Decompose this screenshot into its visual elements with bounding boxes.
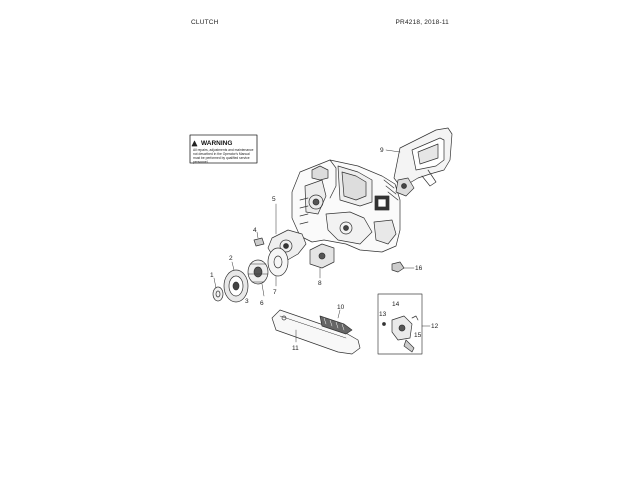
callout-5: 5	[272, 196, 276, 203]
callout-15: 15	[414, 332, 422, 339]
part-6-clutch-assembly	[247, 259, 269, 297]
callout-8: 8	[318, 280, 322, 287]
callout-2: 2	[229, 255, 233, 262]
callout-14: 14	[392, 301, 400, 308]
part-1-washer	[212, 277, 224, 302]
callout-3: 3	[245, 298, 249, 305]
callout-7: 7	[273, 289, 277, 296]
warning-text-line-1: All repairs, adjustments and maintenance	[193, 148, 254, 152]
callout-4: 4	[253, 227, 257, 234]
part-10-saw-chain	[319, 309, 353, 335]
part-12-tensioner-box	[377, 293, 431, 355]
callout-10: 10	[337, 304, 345, 311]
part-7-plate	[267, 247, 289, 287]
warning-text-line-4: personnel.	[193, 160, 208, 164]
part-11-guide-bar	[271, 309, 361, 355]
engine-body	[291, 159, 401, 253]
part-9-rear-handle	[385, 127, 453, 197]
callout-16: 16	[415, 265, 423, 272]
part-16-bolt	[391, 261, 415, 273]
warning-text-line-3: must be performed by qualified service	[193, 156, 250, 160]
callout-1: 1	[210, 272, 214, 279]
warning-label	[189, 134, 258, 164]
callout-12: 12	[431, 323, 439, 330]
callout-13: 13	[379, 311, 387, 318]
part-2-clutch-drum	[223, 261, 249, 303]
warning-heading: WARNING	[201, 140, 232, 147]
callout-9: 9	[380, 147, 384, 154]
document-reference: PR4218, 2018-11	[395, 19, 449, 26]
callout-6: 6	[260, 300, 264, 307]
section-title: CLUTCH	[191, 19, 219, 26]
part-4-screw	[253, 231, 265, 247]
callout-11: 11	[292, 345, 299, 352]
part-8-block	[309, 243, 335, 279]
warning-triangle-icon	[191, 140, 198, 147]
warning-text-line-2: not described in the Operator's Manual	[193, 152, 250, 156]
